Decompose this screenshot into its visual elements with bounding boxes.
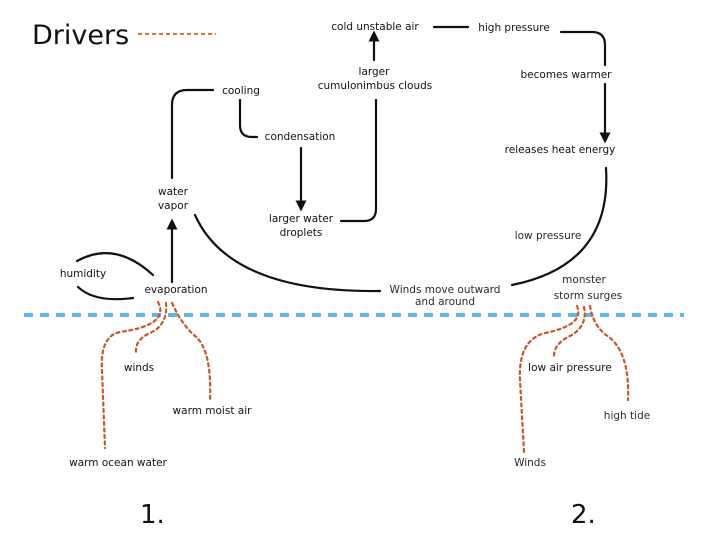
node-larger-clouds-line1: larger: [358, 66, 390, 78]
driver-high-tide: high tide: [603, 410, 651, 422]
driver-warm-ocean-water: warm ocean water: [69, 457, 167, 469]
node-water-vapor-line1: water: [158, 186, 188, 198]
node-becomes-warmer: becomes warmer: [520, 69, 612, 81]
node-low-pressure: low pressure: [514, 230, 582, 242]
node-cooling: cooling: [222, 85, 260, 97]
line-vapor-to-cooling: [170, 88, 215, 180]
node-water-vapor-line2: vapor: [157, 200, 189, 212]
driver-warm-moist-air: warm moist air: [172, 405, 252, 417]
node-releases-heat-energy: releases heat energy: [504, 144, 616, 156]
driver-line-winds: [134, 301, 168, 354]
line-droplets-to-clouds: [339, 98, 378, 223]
line-high-pressure-to-warmer: [559, 30, 607, 67]
node-winds-move-line2: and around: [414, 296, 476, 308]
node-monster-line2: storm surges: [553, 290, 623, 302]
driver-winds: winds: [123, 362, 155, 374]
legend-title: Drivers: [32, 20, 130, 51]
node-winds-move-line1: Winds move outward: [389, 284, 501, 296]
humidity-loop-bottom: [76, 285, 135, 301]
driver-line-low-air-pressure: [552, 305, 586, 360]
driver-line-warm-ocean-water: [100, 300, 162, 450]
node-larger-clouds-line2: cumulonimbus clouds: [317, 80, 433, 92]
node-humidity: humidity: [59, 268, 107, 280]
line-vapor-to-winds: [193, 213, 382, 293]
line-heat-to-winds: [510, 166, 608, 287]
section-number-1: 1.: [140, 500, 165, 530]
node-cold-unstable-air: cold unstable air: [331, 21, 419, 33]
node-high-pressure: high pressure: [478, 22, 550, 34]
node-larger-droplets-line2: droplets: [279, 227, 323, 239]
driver-storm-winds: Winds: [514, 457, 546, 469]
node-condensation: condensation: [264, 131, 336, 143]
node-larger-droplets-line1: larger water: [268, 213, 334, 225]
driver-line-storm-winds: [518, 304, 580, 454]
node-evaporation: evaporation: [144, 284, 208, 296]
driver-line-warm-moist-air: [170, 301, 212, 402]
humidity-loop-top: [75, 252, 155, 277]
section-number-2: 2.: [571, 500, 596, 530]
node-monster-line1: monster: [562, 274, 606, 286]
driver-line-high-tide: [588, 304, 630, 402]
line-cooling-to-condensation: [238, 98, 259, 139]
driver-low-air-pressure: low air pressure: [528, 362, 612, 374]
